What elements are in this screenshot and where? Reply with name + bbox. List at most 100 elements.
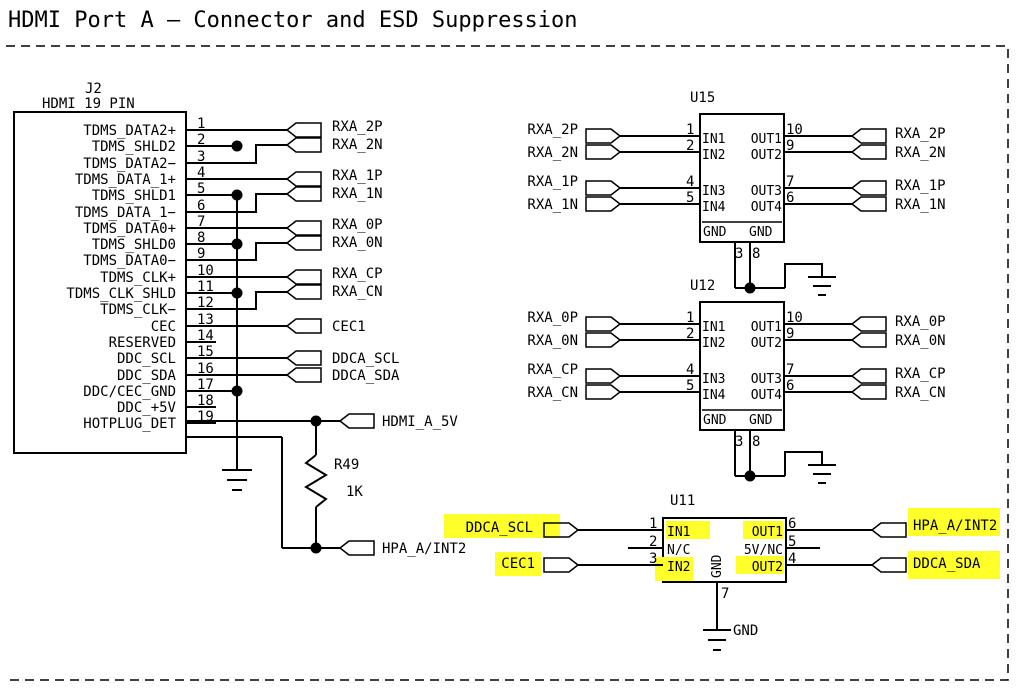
j2-pin-number: 18 [197, 393, 214, 409]
u15-out-label: OUT3 [751, 184, 782, 199]
u11-pin-number: 6 [788, 516, 796, 532]
j2-pin-name-tdms-clk-shld: TDMS_CLK_SHLD [66, 286, 176, 302]
u15-out-port[interactable] [850, 144, 887, 160]
j2-pin-number: 9 [197, 246, 205, 262]
port-rxa-1n[interactable] [285, 186, 322, 202]
u15-out-port[interactable] [850, 196, 887, 212]
j2-pin-name-tdms-data-1-: TDMS_DATA_1− [75, 205, 176, 221]
port-rxa-1p[interactable] [285, 171, 322, 187]
port-ddca-sda[interactable] [285, 367, 322, 383]
u12-in-pin: 2 [686, 326, 694, 342]
resistor-r49 [304, 454, 328, 508]
j2-pin-number: 14 [197, 328, 214, 344]
u11-in-net: DDCA_SCL [466, 520, 533, 536]
u11-out-net: HPA_A/INT2 [913, 518, 997, 534]
u12-body [699, 301, 785, 431]
u12-gnd-pin: 3 [735, 434, 743, 450]
u12-out-port[interactable] [850, 332, 887, 348]
u15-out-port[interactable] [850, 180, 887, 196]
u15-in-label: IN4 [702, 200, 726, 215]
port-rxa-0p[interactable] [285, 220, 322, 236]
u12-out-pin: 10 [786, 310, 803, 326]
j2-pin-name-tdms-data-1-: TDMS_DATA_1+ [75, 172, 176, 188]
u12-in-port[interactable] [585, 332, 622, 348]
port-rxa-0n[interactable] [285, 235, 322, 251]
j2-pin-name-ddc-cec-gnd: DDC/CEC_GND [83, 384, 176, 400]
u11-pin-label: IN2 [667, 560, 690, 575]
j2-pin-number: 6 [197, 198, 205, 214]
port-hpa-a-int2[interactable] [338, 540, 375, 556]
port-ddca-scl[interactable] [285, 350, 322, 366]
u15-in-label: IN1 [702, 132, 725, 147]
j2-pin-number: 11 [197, 279, 214, 295]
net-label-rxa-1p: RXA_1P [332, 168, 383, 184]
net-label-rxa-cp: RXA_CP [332, 266, 383, 282]
port-rxa-2p[interactable] [285, 122, 322, 138]
u15-out-net: RXA_2N [895, 145, 946, 161]
j2-pin-name-tdms-shld2: TDMS_SHLD2 [92, 139, 176, 155]
u11-in-port[interactable] [543, 522, 580, 538]
u11-pin-number: 1 [649, 516, 657, 532]
u11-pin-number: 4 [788, 551, 796, 567]
u11-gnd-label: GND [710, 554, 725, 578]
j2-pin-name-tdms-data2-: TDMS_DATA2− [83, 156, 176, 172]
u11-pin-label: 5V/NC [744, 543, 783, 558]
j2-pin-name-tdms-data0-: TDMS_DATA0+ [83, 221, 176, 237]
u15-in-port[interactable] [585, 196, 622, 212]
u15-out-net: RXA_2P [895, 126, 946, 142]
u11-pin-label: OUT1 [752, 525, 783, 540]
net-label-hpa-a-int2: HPA_A/INT2 [382, 541, 466, 557]
j2-pin-name-tdms-clk-: TDMS_CLK− [100, 302, 176, 318]
u12-out-port[interactable] [850, 384, 887, 400]
u12-out-label: OUT4 [751, 388, 782, 403]
u15-gnd-label: GND [749, 225, 773, 240]
u11-gnd-pin: 7 [721, 586, 729, 602]
j2-part: HDMI_19_PIN [42, 96, 135, 112]
u11-out-port[interactable] [870, 557, 907, 573]
net-label-hdmi-a-5v: HDMI_A_5V [382, 414, 458, 430]
u15-in-port[interactable] [585, 128, 622, 144]
u15-in-net: RXA_1P [527, 174, 578, 190]
u12-out-port[interactable] [850, 316, 887, 332]
j2-body [13, 111, 187, 454]
port-rxa-cn[interactable] [285, 284, 322, 300]
u12-in-port[interactable] [585, 384, 622, 400]
ic-u11[interactable]: U111IN12N/C3IN26OUT155V/NC4OUT2GND7GNDDD… [444, 493, 1000, 651]
j2-pin-name-ddc-sda: DDC_SDA [117, 368, 177, 384]
u11-pin-number: 3 [649, 551, 657, 567]
u15-in-port[interactable] [585, 180, 622, 196]
j2-pin-number: 1 [197, 116, 205, 132]
u15-in-net: RXA_1N [527, 197, 578, 213]
r49-value: 1K [346, 484, 363, 500]
u12-in-port[interactable] [585, 368, 622, 384]
u15-in-port[interactable] [585, 144, 622, 160]
port-rxa-2n[interactable] [285, 137, 322, 153]
u15-out-pin: 10 [786, 122, 803, 138]
u15-in-pin: 2 [686, 138, 694, 154]
port-rxa-cp[interactable] [285, 269, 322, 285]
u11-in-port[interactable] [543, 557, 580, 573]
u12-out-port[interactable] [850, 368, 887, 384]
u11-pin-label: IN1 [667, 525, 690, 540]
u11-pin-number: 2 [649, 534, 657, 550]
j2-pin-number: 2 [197, 132, 205, 148]
u11-out-port[interactable] [870, 522, 907, 538]
j2-pin-name-tdms-shld0: TDMS_SHLD0 [92, 237, 176, 253]
u15-out-net: RXA_1N [895, 197, 946, 213]
u15-in-label: IN2 [702, 148, 725, 163]
sheet-title: HDMI Port A — Connector and ESD Suppress… [8, 8, 578, 33]
net-label-ddca-scl: DDCA_SCL [332, 351, 399, 367]
u12-in-port[interactable] [585, 316, 622, 332]
port-cec1[interactable] [285, 318, 322, 334]
port-hdmi-a-5v[interactable] [338, 413, 375, 429]
u12-out-net: RXA_CP [895, 366, 946, 382]
u15-in-net: RXA_2N [527, 145, 578, 161]
net-label-rxa-2n: RXA_2N [332, 137, 383, 153]
j2-pin-number: 3 [197, 149, 205, 165]
u15-out-port[interactable] [850, 128, 887, 144]
u12-in-net: RXA_0P [527, 310, 578, 326]
j2-pin-number: 10 [197, 263, 214, 279]
